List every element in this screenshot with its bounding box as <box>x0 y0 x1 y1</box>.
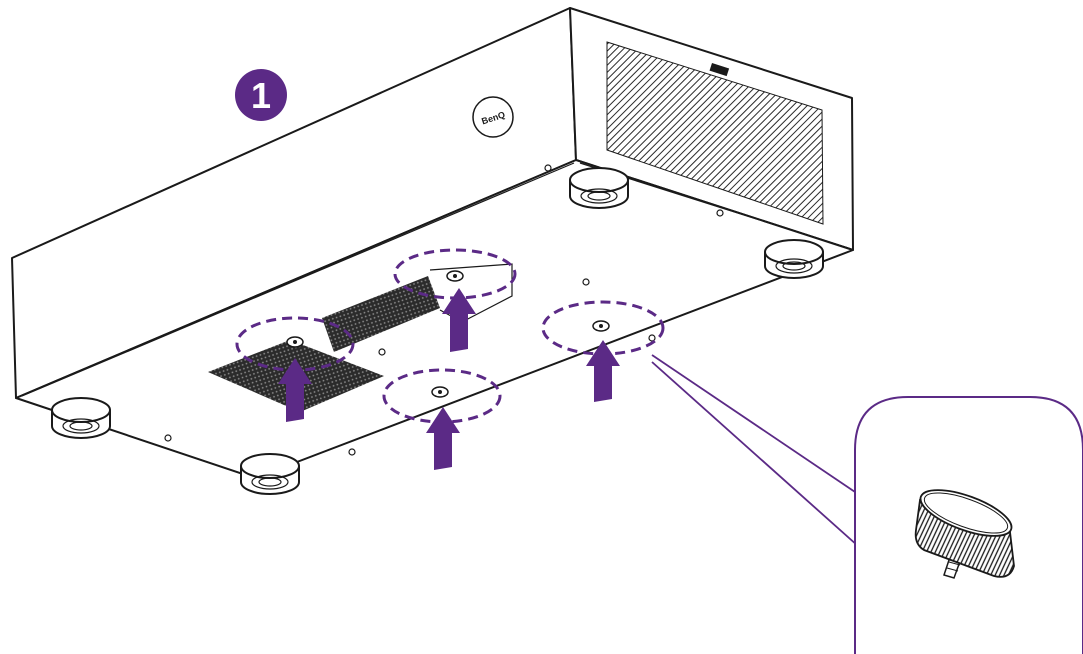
callout-line-lower <box>652 362 858 546</box>
foot-front-right <box>241 454 299 494</box>
foot-front-left <box>52 398 110 438</box>
screw-detail-callout <box>855 397 1083 654</box>
brand-logo: BenQ <box>473 97 513 137</box>
step-number: 1 <box>251 75 271 116</box>
callout-lines <box>652 355 858 546</box>
hole <box>349 449 355 455</box>
callout-line-upper <box>652 355 858 494</box>
foot-rear-left <box>570 168 628 208</box>
step-badge: 1 <box>235 69 287 121</box>
upward-arrow-icon <box>426 407 460 470</box>
foot-rear-right <box>765 240 823 278</box>
